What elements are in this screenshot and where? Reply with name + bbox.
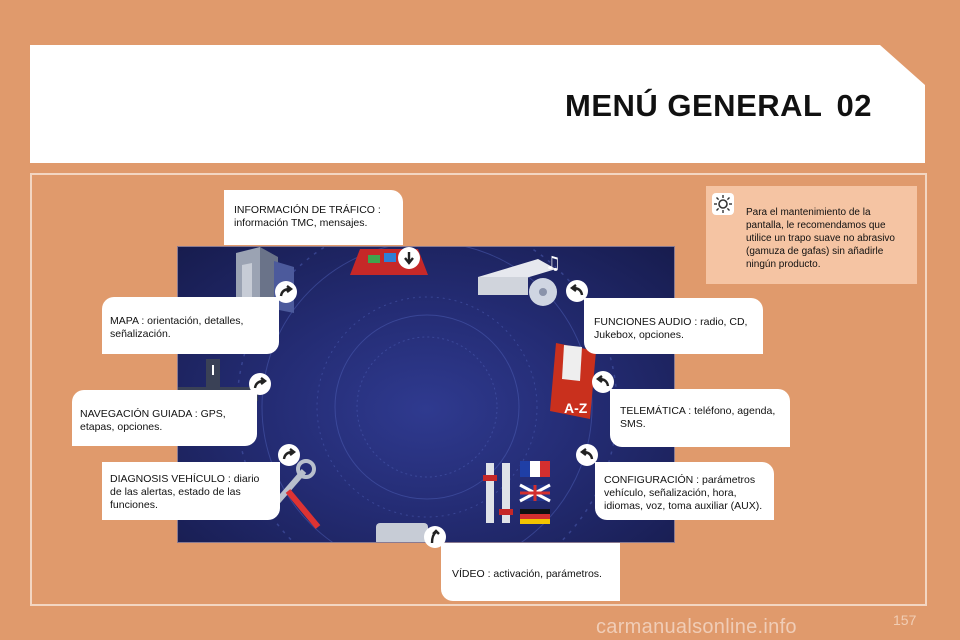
svg-text:♫: ♫ xyxy=(545,253,561,274)
video-camera-icon xyxy=(376,523,428,542)
arrow-audio-icon xyxy=(566,280,588,302)
arrow-trafico-icon xyxy=(398,247,420,269)
agenda-icon: A-Z xyxy=(550,343,596,419)
chapter-number: 02 xyxy=(836,88,872,123)
title-text: MENÚ GENERAL xyxy=(565,88,823,123)
cd-player-icon: ♫ xyxy=(478,253,561,306)
callout-navegacion: NAVEGACIÓN GUIADA : GPS, etapas, opcione… xyxy=(72,390,257,446)
callout-mapa: MAPA : orientación, detalles, señalizaci… xyxy=(102,297,279,354)
callout-trafico: INFORMACIÓN DE TRÁFICO : información TMC… xyxy=(224,190,403,245)
sun-icon xyxy=(712,193,734,215)
svg-text:A-Z: A-Z xyxy=(564,400,588,416)
content-frame xyxy=(30,173,927,606)
tip-box xyxy=(706,186,917,284)
callout-video: VÍDEO : activación, parámetros. xyxy=(441,543,620,601)
page-title: MENÚ GENERAL 02 xyxy=(565,88,872,124)
callout-telematica: TELEMÁTICA : teléfono, agenda, SMS. xyxy=(610,389,790,447)
callout-audio: FUNCIONES AUDIO : radio, CD, Jukebox, op… xyxy=(584,298,763,354)
arrow-telematica-icon xyxy=(592,371,614,393)
callout-diagnosis: DIAGNOSIS VEHÍCULO : diario de las alert… xyxy=(102,462,280,520)
header-panel xyxy=(30,45,925,163)
settings-flags-icon xyxy=(483,461,551,524)
page-number: 157 xyxy=(893,612,917,628)
arrow-mapa-icon xyxy=(275,281,297,303)
watermark: carmanualsonline.info xyxy=(596,616,797,638)
arrow-video-icon xyxy=(424,526,446,548)
arrow-navegacion-icon xyxy=(249,373,271,395)
callout-configuracion: CONFIGURACIÓN : parámetros vehículo, señ… xyxy=(595,462,774,520)
arrow-diagnosis-icon xyxy=(278,444,300,466)
arrow-configuracion-icon xyxy=(576,444,598,466)
tip-text: Para el mantenimiento de la pantalla, le… xyxy=(746,207,895,270)
